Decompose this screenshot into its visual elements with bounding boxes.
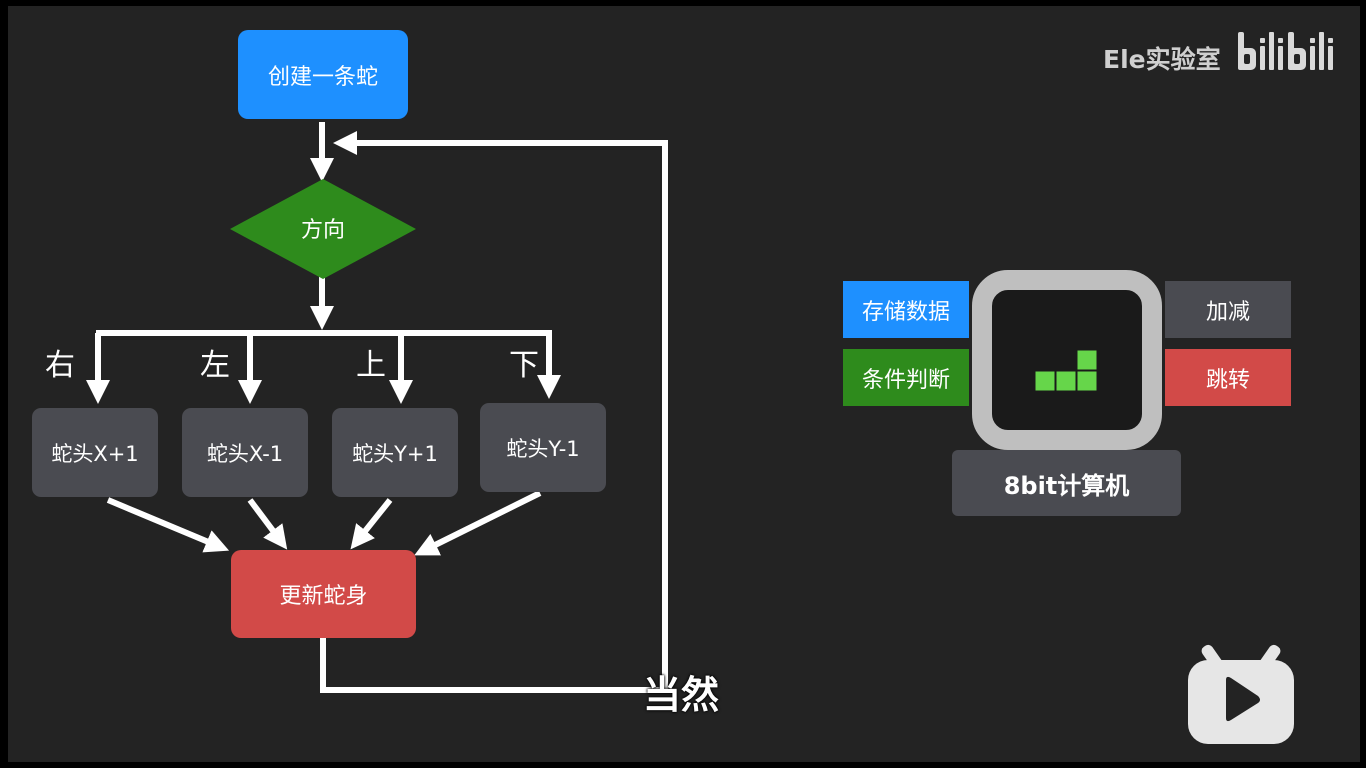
step-head-x-minus: 蛇头X-1: [182, 408, 308, 497]
step-head-x-plus: 蛇头X+1: [32, 408, 158, 497]
branch-label-right: 右: [45, 348, 75, 383]
tetris-pixels-icon: [1034, 349, 1098, 392]
tag-condition: 条件判断: [843, 349, 969, 406]
decision-label: 方向: [301, 218, 345, 243]
arrow-step1-to-update: [106, 497, 230, 553]
branch-label-left: 左: [200, 348, 230, 383]
bilibili-tv-play-icon: [1188, 644, 1294, 744]
computer-title: 8bit计算机: [952, 450, 1181, 516]
subtitle-caption: 当然: [643, 673, 720, 717]
arrow-step2-to-update: [247, 498, 288, 550]
tag-jump: 跳转: [1165, 349, 1291, 406]
loop-back-arrow: [320, 131, 668, 693]
start-node: 创建一条蛇: [238, 30, 408, 119]
computer-screen-icon: [972, 270, 1162, 450]
arrow-step4-to-update: [414, 490, 542, 556]
branch-label-down: 下: [509, 348, 539, 383]
tag-add-sub: 加减: [1165, 281, 1291, 338]
step-head-y-minus: 蛇头Y-1: [480, 403, 606, 492]
channel-watermark: Ele实验室: [1103, 45, 1221, 74]
arrow-step3-to-update: [350, 498, 393, 550]
update-body-node: 更新蛇身: [231, 550, 416, 638]
decision-diamond: 方向: [230, 179, 416, 279]
step-head-y-plus: 蛇头Y+1: [332, 408, 458, 497]
bilibili-logo-icon: [1238, 32, 1333, 70]
tag-store-data: 存储数据: [843, 281, 969, 338]
branch-label-up: 上: [356, 348, 386, 383]
